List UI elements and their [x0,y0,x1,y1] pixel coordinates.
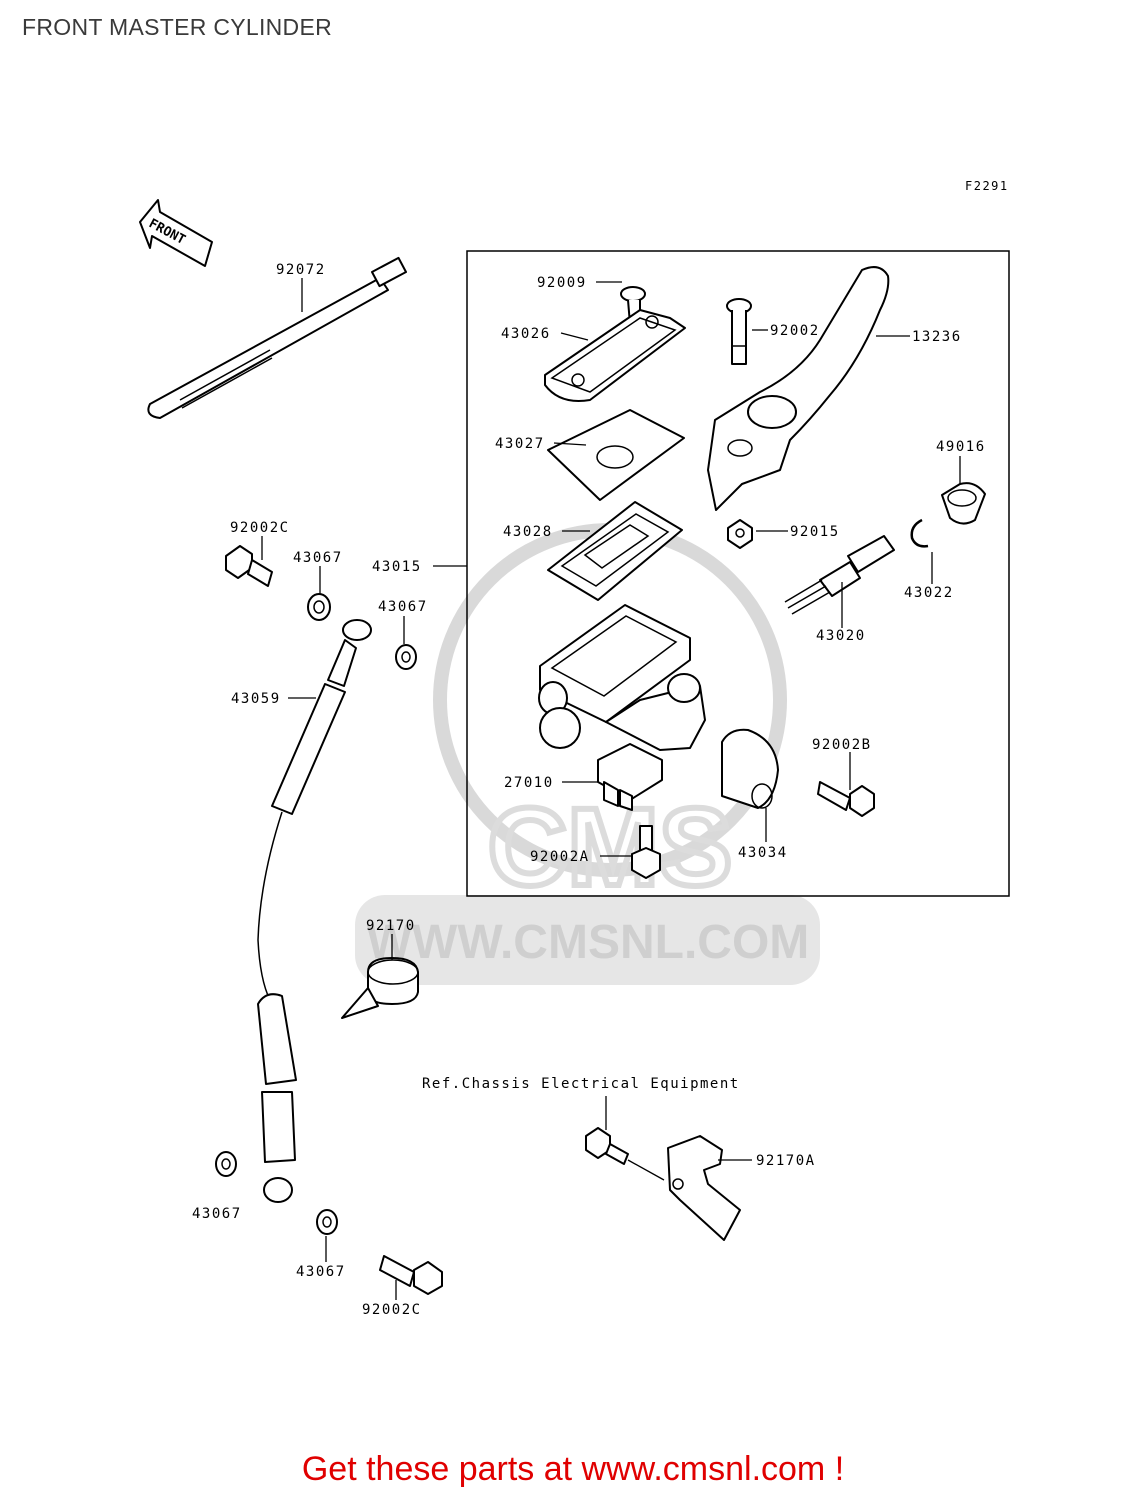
clamp-43034: 43034 [721,728,788,861]
label-43059: 43059 [231,691,281,707]
reference-note: Ref.Chassis Electrical Equipment [422,1076,740,1092]
label-92170a: 92170A [756,1153,816,1169]
label-92009: 92009 [537,275,587,291]
washer-43067-a: 43067 [293,550,343,621]
screw-92002a: 92002A [530,825,661,879]
washer-43067-c: 43067 [192,1151,242,1222]
label-43034: 43034 [738,845,788,861]
nut-92015: 92015 [727,519,840,549]
hose-43059: 43059 [231,619,372,1203]
assembly-box [466,250,1010,897]
bracket-92170a: 92170A [585,1096,816,1241]
bolt-92002c-top: 92002C [225,520,290,587]
label-43067-b: 43067 [378,599,428,615]
label-92002c-top: 92002C [230,520,290,536]
circlip-43022: 43022 [904,518,954,601]
label-92002b: 92002B [812,737,872,753]
boot-49016: 49016 [936,439,986,525]
cap-43026: 43026 [501,309,686,402]
parts-diagram: WWW.CMSNL.COM CMS F2291 FRONT 92072 9200… [139,179,1010,1318]
washer-43067-d: 43067 [296,1209,346,1280]
watermark-logo: CMS [488,786,732,909]
switch-27010: 27010 [504,743,663,811]
diaphragm-43028: 43028 [503,501,683,601]
label-92015: 92015 [790,524,840,540]
label-92002a: 92002A [530,849,590,865]
page-title: FRONT MASTER CYLINDER [22,14,333,40]
label-43026: 43026 [501,326,551,342]
label-92002c-bottom: 92002C [362,1302,422,1318]
label-43022: 43022 [904,585,954,601]
bolt-92002c-bottom: 92002C [362,1255,443,1318]
cable-tie-92072: 92072 [147,256,407,419]
label-27010: 27010 [504,775,554,791]
washer-43067-b: 43067 [378,599,428,670]
watermark-url: WWW.CMSNL.COM [367,916,810,969]
label-92072: 92072 [276,262,326,278]
label-43067-c: 43067 [192,1206,242,1222]
label-43028: 43028 [503,524,553,540]
label-43027: 43027 [495,436,545,452]
label-92002: 92002 [770,323,820,339]
label-43067-a: 43067 [293,550,343,566]
pin-92002: 92002 [726,298,820,365]
figure-code: F2291 [965,179,1009,193]
label-49016: 49016 [936,439,986,455]
front-arrow-icon: FRONT [139,199,213,267]
footer-link[interactable]: Get these parts at www.cmsnl.com ! [301,1450,845,1488]
master-cylinder-body [538,604,706,751]
piston-43020: 43020 [784,535,895,644]
label-92170: 92170 [366,918,416,934]
bolt-92002b: 92002B [812,737,875,817]
watermark: WWW.CMSNL.COM CMS [355,523,820,985]
label-43020: 43020 [816,628,866,644]
clamp-92170: 92170 [341,918,419,1019]
label-43015: 43015 [372,559,422,575]
lever-13236: 13236 [707,266,962,511]
label-13236: 13236 [912,329,962,345]
label-43067-d: 43067 [296,1264,346,1280]
diaphragm-plate-43027: 43027 [495,409,685,501]
